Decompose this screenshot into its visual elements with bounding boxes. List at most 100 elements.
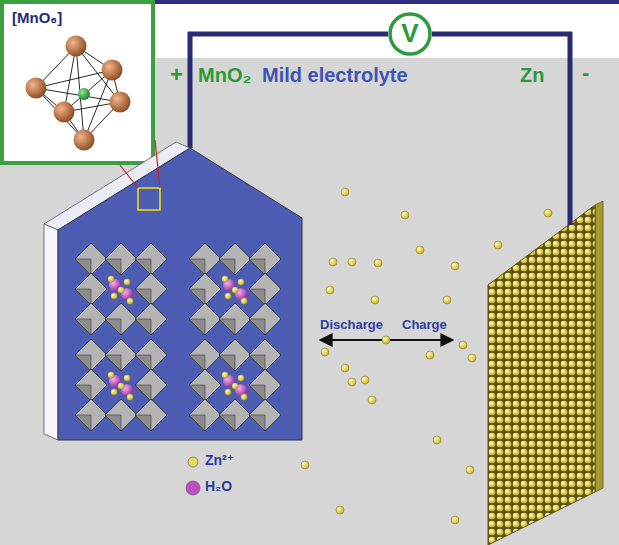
zinc-ion-dots [443, 296, 451, 304]
mno2-tunnel [105, 303, 137, 335]
mno2-tunnel [135, 319, 151, 335]
mno2-tunnel [241, 394, 247, 400]
mno2-tunnel [241, 298, 247, 304]
voltmeter-circle: V [388, 12, 432, 56]
mno2-tunnel [75, 339, 167, 431]
mno2-tunnel [249, 355, 265, 371]
mno2-tunnel [108, 276, 114, 282]
mno2-tunnel [189, 339, 221, 371]
mno2-tunnel [135, 289, 151, 305]
mno2-tunnel [135, 243, 167, 275]
mno2-tunnel [75, 243, 167, 335]
mno2-tunnel [135, 339, 167, 371]
zinc-ion-dots [321, 348, 329, 356]
mno2-tunnel [189, 289, 205, 305]
zinc-ion-dots [368, 396, 376, 404]
mno2-tunnel [105, 243, 137, 275]
mno2-tunnel [75, 273, 107, 305]
mno2-tunnel [249, 369, 281, 401]
voltmeter-ring [390, 14, 430, 54]
mno2-tunnel [75, 369, 107, 401]
mno2-tunnel [118, 383, 124, 389]
mno2-tunnel [189, 243, 221, 275]
mno2-tunnel [189, 385, 205, 401]
mno2-tunnel [75, 355, 91, 371]
octahedron-lines [36, 46, 120, 140]
zinc-ion-dots [341, 188, 349, 196]
mno2-tunnel [249, 319, 265, 335]
cathode-side-face [44, 224, 58, 440]
mno2-tunnel [135, 385, 151, 401]
mno2-tunnel [105, 339, 137, 371]
mno2-tunnel [189, 339, 221, 371]
mno2-tunnel [249, 303, 281, 335]
mno2-tunnel [105, 319, 121, 335]
inset-box: [MnO₆] [0, 0, 155, 165]
process-label: Charge [402, 318, 447, 333]
mno2-tunnel [135, 399, 167, 431]
mno2-tunnel [75, 399, 107, 431]
zinc-ion-dots [401, 211, 409, 219]
mno2-tunnel [189, 259, 205, 275]
mno2-tunnel [135, 369, 167, 401]
mno2-tunnel [75, 303, 107, 335]
oxygen-atoms [26, 36, 131, 151]
mno2-tunnel [75, 243, 107, 275]
mno2-tunnel [219, 339, 251, 371]
octahedron-lines [84, 70, 112, 140]
mno2-tunnel [219, 319, 235, 335]
mno2-tunnel [75, 243, 107, 275]
mno2-tunnel [249, 399, 281, 431]
leader-lines [120, 140, 160, 188]
mno2-tunnel [135, 355, 151, 371]
mno2-tunnel [189, 355, 205, 371]
mno2-tunnel [219, 339, 251, 371]
mno2-tunnel [124, 279, 130, 285]
mno2-tunnel [189, 273, 221, 305]
legend-swatch-dot [188, 457, 198, 467]
anode-electrode: Zn [480, 200, 605, 545]
mno2-tunnel [189, 273, 221, 305]
mno2-tunnel [75, 339, 107, 371]
zinc-ion-dots [426, 351, 434, 359]
anode-electrode-shape [480, 200, 605, 545]
mno2-tunnel [105, 303, 137, 335]
legend-swatch [185, 480, 201, 496]
oxygen-atoms [26, 78, 47, 99]
mno2-tunnel [105, 243, 137, 275]
mno2-tunnel [75, 339, 107, 371]
leader-lines [120, 165, 138, 188]
zinc-ion-dots [348, 258, 356, 266]
mno2-tunnel [75, 369, 107, 401]
zinc-ion-dots [329, 258, 337, 266]
octahedron-lines [36, 70, 112, 88]
mno2-tunnel [75, 385, 91, 401]
mno2-tunnel [127, 298, 133, 304]
electrode-label: MnO₂ [198, 64, 251, 87]
mno2-tunnel [135, 369, 167, 401]
legend-swatch-dot [186, 481, 200, 495]
zinc-ion-dots [301, 461, 309, 469]
mno2-tunnel [135, 415, 151, 431]
mno2-tunnel [75, 303, 107, 335]
zinc-ion-dots [348, 378, 356, 386]
zinc-ion-dots [433, 436, 441, 444]
mno2-tunnel [249, 243, 281, 275]
mno2-tunnel [222, 372, 228, 378]
zinc-ion-dots [494, 241, 502, 249]
oxygen-atoms [110, 92, 131, 113]
mno2-tunnel [105, 259, 121, 275]
anode-front-face [488, 205, 595, 545]
mno2-tunnel [249, 415, 265, 431]
mno2-tunnel [189, 319, 205, 335]
inset-target-square [138, 188, 160, 210]
inset-box-shape [4, 4, 151, 161]
mno2-tunnel [219, 399, 251, 431]
mno2-tunnel [232, 383, 238, 389]
mno2-tunnel [232, 287, 238, 293]
polarity-sign: + [170, 62, 183, 87]
electrolyte-region [0, 58, 619, 545]
cathode-electrode: MnO₂ [40, 148, 305, 440]
zinc-ion-dots [466, 466, 474, 474]
legend-text: Zn²⁺ [205, 452, 234, 468]
